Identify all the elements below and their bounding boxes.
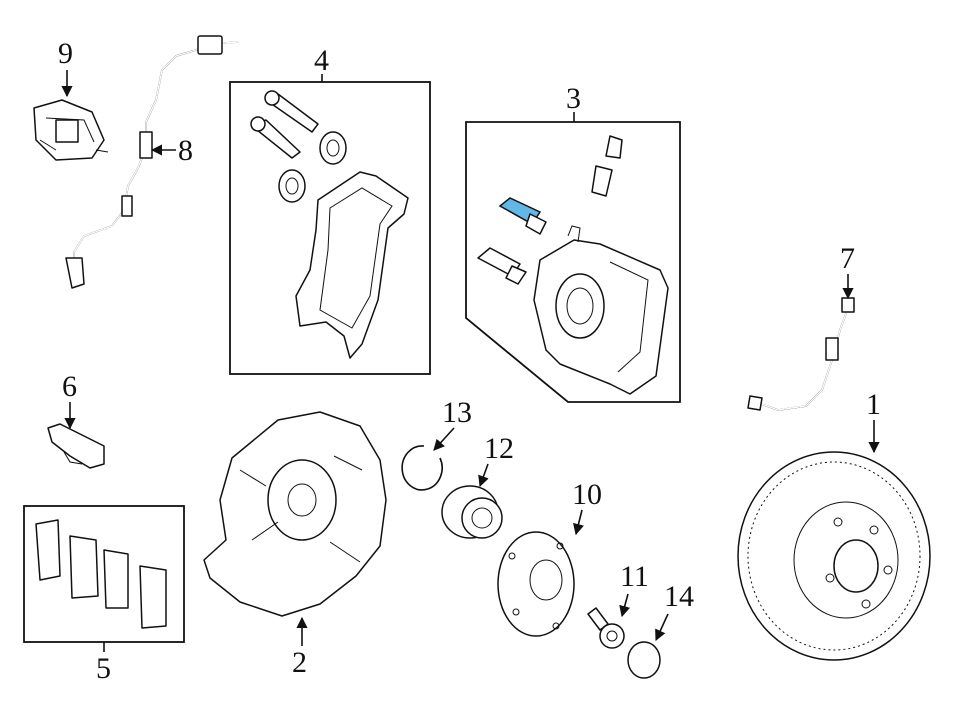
part-1-brake-rotor[interactable] [737,451,931,661]
callout-4-label: 4 [314,44,329,77]
callout-3-label: 3 [566,82,581,115]
callout-1: 1 [866,388,881,454]
callout-6: 6 [62,370,77,430]
callout-7-label: 7 [840,242,855,275]
callout-14: 14 [655,580,694,642]
part-14-dust-cap[interactable] [627,641,661,679]
part-7-brake-hose[interactable] [747,297,855,411]
part-13-snap-ring[interactable] [401,445,443,491]
callout-12-label: 12 [484,432,514,465]
callout-7: 7 [840,242,855,300]
callout-9: 9 [58,37,73,98]
callout-1-label: 1 [866,388,881,421]
callout-2-label: 2 [292,646,307,679]
part-3-caliper[interactable] [477,135,669,395]
part-6-sensor[interactable] [47,423,105,469]
part-9-abs-module[interactable] [33,99,109,161]
callout-8-label: 8 [178,134,193,167]
part-11-hub-bolt[interactable] [587,607,625,649]
part-8-sensor-harness[interactable] [65,35,239,289]
callout-6-label: 6 [62,370,77,403]
callout-5-label: 5 [96,652,111,685]
callout-14-label: 14 [664,580,694,613]
callout-3: 3 [566,82,581,122]
callout-12: 12 [478,432,514,488]
callout-10: 10 [572,478,602,536]
callout-5: 5 [96,642,111,685]
callout-11: 11 [619,560,649,618]
callout-4: 4 [314,44,329,82]
part-2-splash-shield[interactable] [203,411,387,617]
callout-13-label: 13 [442,396,472,429]
callout-11-label: 11 [620,560,649,593]
part-4-box [229,81,431,375]
callout-10-label: 10 [572,478,602,511]
callout-8: 8 [150,134,193,167]
callout-13: 13 [433,396,472,451]
part-5-brake-pads[interactable] [35,519,167,629]
callout-9-label: 9 [58,37,73,70]
part-12-bearing[interactable] [441,485,503,539]
part-3-box [465,121,681,403]
part-10-hub[interactable] [497,531,575,637]
callout-2: 2 [292,616,308,679]
part-4-caliper-bracket[interactable] [250,90,409,359]
